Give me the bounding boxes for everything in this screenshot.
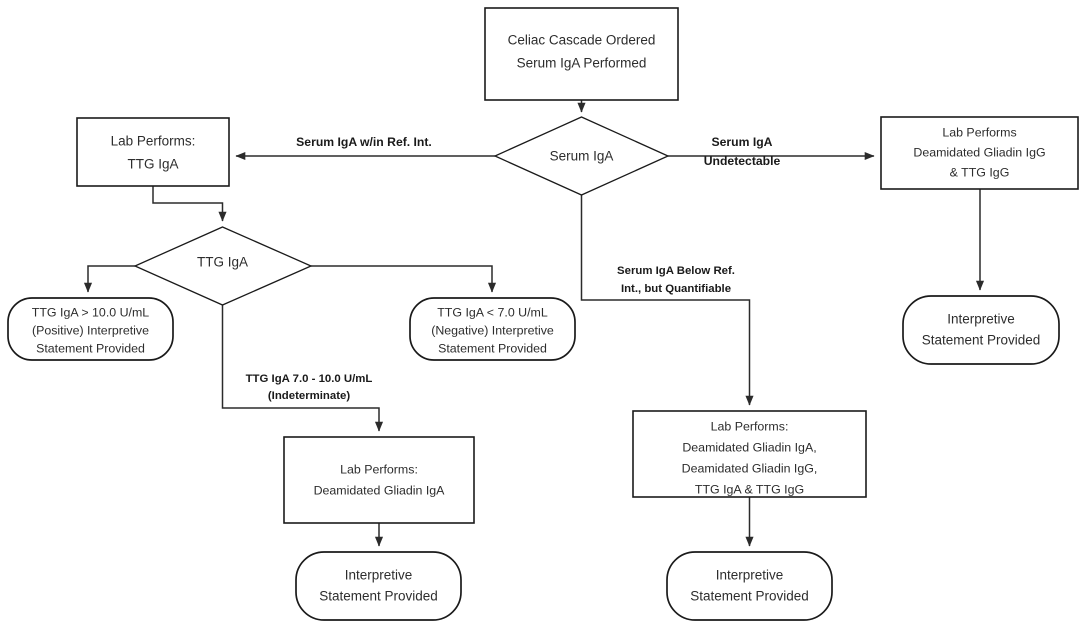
node-ttg-negative-line2: (Negative) Interpretive xyxy=(431,323,554,337)
node-lab-performs-dgp-igg-line1: Lab Performs xyxy=(942,125,1016,139)
node-lab-full-panel-line1: Lab Performs: xyxy=(711,419,789,433)
node-ttg-positive-line3: Statement Provided xyxy=(36,341,145,355)
node-ttg-positive-line2: (Positive) Interpretive xyxy=(32,323,149,337)
node-ttg-iga-positive-result[interactable]: TTG IgA > 10.0 U/mL (Positive) Interpret… xyxy=(7,297,174,361)
node-interp-bottom-right-line1: Interpretive xyxy=(716,568,784,583)
node-celiac-cascade-ordered-line1: Celiac Cascade Ordered xyxy=(508,33,656,48)
edge-ttg-indeterminate xyxy=(221,305,384,432)
node-lab-performs-dgp-igg-ttg-igg[interactable]: Lab Performs Deamidated Gliadin IgG & TT… xyxy=(880,116,1079,190)
node-ttg-iga-decision-label: TTG IgA xyxy=(197,255,248,270)
node-lab-performs-full-panel[interactable]: Lab Performs: Deamidated Gliadin IgA, De… xyxy=(632,410,867,498)
node-lab-performs-ttg-iga-line2: TTG IgA xyxy=(127,157,178,172)
node-celiac-cascade-ordered[interactable]: Celiac Cascade Ordered Serum IgA Perform… xyxy=(484,7,679,101)
node-lab-dgp-iga-line2: Deamidated Gliadin IgA xyxy=(314,483,446,497)
node-lab-performs-ttg-iga[interactable]: Lab Performs: TTG IgA xyxy=(76,117,230,187)
edge-label-ttg-indeterminate-line2: (Indeterminate) xyxy=(268,390,350,402)
edge-label-serum-iga-undetectable-line1: Serum IgA xyxy=(712,135,773,149)
node-interp-bottom-right-line2: Statement Provided xyxy=(690,589,809,604)
edge-ttg-positive xyxy=(83,265,135,293)
node-ttg-iga-negative-result[interactable]: TTG IgA < 7.0 U/mL (Negative) Interpreti… xyxy=(409,297,576,361)
node-lab-performs-ttg-iga-line1: Lab Performs: xyxy=(111,134,196,149)
node-interp-bottom-left-line1: Interpretive xyxy=(345,568,413,583)
edge-ttg-negative xyxy=(311,265,497,293)
node-interpretive-statement-right-top[interactable]: Interpretive Statement Provided xyxy=(902,295,1060,365)
node-interpretive-statement-bottom-left[interactable]: Interpretive Statement Provided xyxy=(295,551,462,621)
edge-label-serum-iga-within-ref: Serum IgA w/in Ref. Int. xyxy=(296,135,432,149)
node-lab-full-panel-line2: Deamidated Gliadin IgA, xyxy=(682,440,816,454)
node-ttg-negative-line3: Statement Provided xyxy=(438,341,547,355)
edge-label-serum-iga-undetectable-line2: Undetectable xyxy=(704,154,781,168)
edge-lab-ttg-to-decision xyxy=(152,186,227,222)
node-interp-right-top-line2: Statement Provided xyxy=(922,333,1041,348)
node-ttg-iga-decision[interactable]: TTG IgA xyxy=(133,226,313,306)
edge-serum-below-ref xyxy=(580,195,754,406)
node-lab-performs-dgp-iga[interactable]: Lab Performs: Deamidated Gliadin IgA xyxy=(283,436,475,524)
node-lab-full-panel-line4: TTG IgA & TTG IgG xyxy=(695,482,804,496)
node-interp-bottom-left-line2: Statement Provided xyxy=(319,589,438,604)
node-ttg-negative-line1: TTG IgA < 7.0 U/mL xyxy=(437,305,548,319)
node-ttg-positive-line1: TTG IgA > 10.0 U/mL xyxy=(32,305,150,319)
node-lab-performs-dgp-igg-line2: Deamidated Gliadin IgG xyxy=(913,145,1045,159)
node-interpretive-statement-bottom-right[interactable]: Interpretive Statement Provided xyxy=(666,551,833,621)
node-interp-right-top-line1: Interpretive xyxy=(947,312,1015,327)
node-lab-performs-dgp-igg-line3: & TTG IgG xyxy=(950,165,1010,179)
node-serum-iga-decision[interactable]: Serum IgA xyxy=(493,116,670,196)
edge-label-serum-iga-below-ref-line1: Serum IgA Below Ref. xyxy=(617,265,735,277)
node-serum-iga-decision-label: Serum IgA xyxy=(550,149,614,164)
edge-label-ttg-indeterminate-line1: TTG IgA 7.0 - 10.0 U/mL xyxy=(246,373,373,385)
node-lab-full-panel-line3: Deamidated Gliadin IgG, xyxy=(682,461,818,475)
node-lab-dgp-iga-line1: Lab Performs: xyxy=(340,462,418,476)
node-celiac-cascade-ordered-line2: Serum IgA Performed xyxy=(517,56,647,71)
edge-label-serum-iga-below-ref-line2: Int., but Quantifiable xyxy=(621,283,731,295)
